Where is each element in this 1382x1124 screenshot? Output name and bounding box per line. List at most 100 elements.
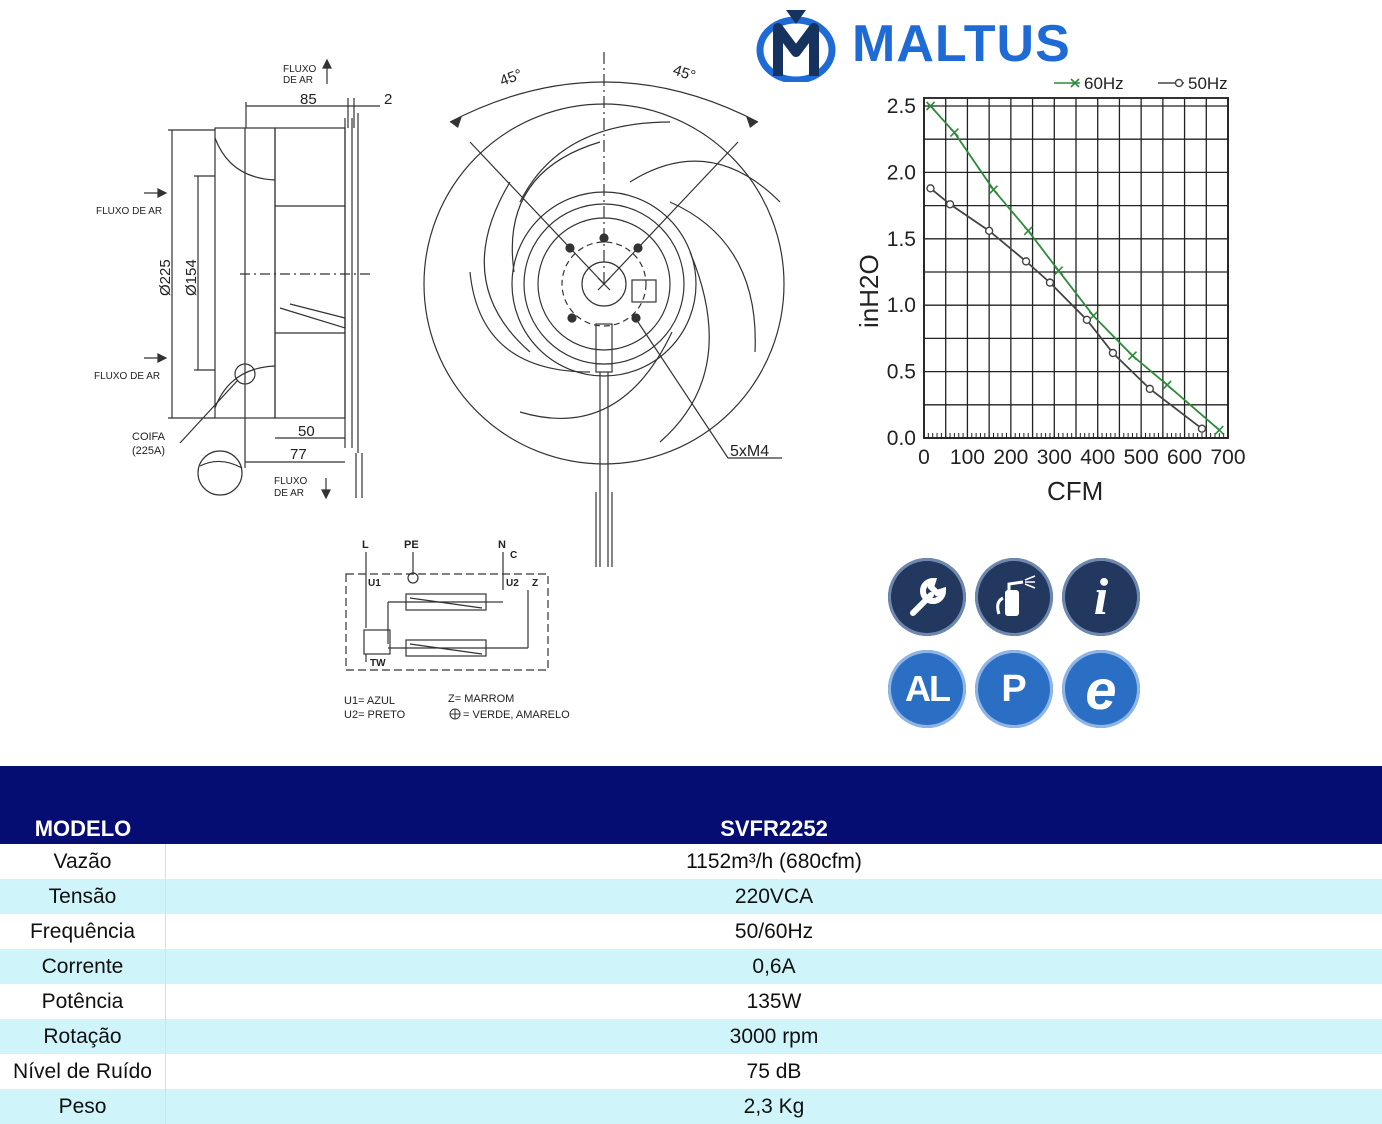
brand-logo-mark	[756, 6, 836, 84]
x-tick-label: 600	[1167, 446, 1202, 469]
legend-label-60Hz: 60Hz	[1084, 74, 1124, 93]
angle-right: 45°	[671, 62, 698, 85]
x-tick-label: 0	[918, 446, 930, 469]
point-60Hz	[1054, 266, 1064, 276]
chart-legend: 60Hz 50Hz	[1054, 74, 1228, 93]
wire-pe: PE	[404, 539, 419, 551]
flow-bottom-label-2: DE AR	[274, 488, 304, 499]
spec-value: 50/60Hz	[734, 920, 814, 943]
spec-label: Potência	[0, 984, 166, 1019]
legend-label-50Hz: 50Hz	[1188, 74, 1228, 93]
point-50Hz	[984, 226, 994, 236]
table-row: Potência 135W	[0, 984, 1382, 1019]
spec-header: MODELO SVFR2252	[0, 766, 1382, 844]
flow-bottom-label-1: FLUXO	[274, 476, 308, 487]
p-icon[interactable]: P	[975, 650, 1053, 728]
info-icon[interactable]: i	[1062, 558, 1140, 636]
front-view-drawing: 45° 45° 5xM4	[423, 52, 785, 567]
legend-marker-50Hz	[1174, 78, 1184, 88]
wire-tw: TW	[370, 658, 386, 669]
e-icon[interactable]: e	[1062, 650, 1140, 728]
x-tick-label: 400	[1080, 446, 1115, 469]
legend-u2: U2= PRETO	[344, 709, 406, 721]
spec-value: 2,3 Kg	[743, 1095, 805, 1118]
x-tick-label: 200	[993, 446, 1028, 469]
table-row: Vazão 1152m³/h (680cfm)	[0, 844, 1382, 879]
x-tick-label: 300	[1037, 446, 1072, 469]
point-50Hz	[926, 184, 935, 193]
point-50Hz	[1082, 315, 1092, 325]
legend-ground: = VERDE, AMARELO	[463, 709, 570, 721]
dim-85: 85	[300, 91, 317, 108]
spec-header-label: MODELO	[34, 816, 132, 841]
flow-left-label-2: FLUXO DE AR	[94, 371, 160, 382]
legend-marker-60Hz	[1070, 78, 1080, 88]
point-50Hz	[1145, 384, 1155, 394]
y-tick-label: 2.5	[887, 95, 916, 118]
y-tick-label: 0.5	[887, 361, 916, 384]
screws-label: 5xM4	[730, 443, 769, 460]
wire-c: C	[510, 550, 517, 561]
flow-top-label-1: FLUXO	[283, 64, 317, 75]
chart-ylabel: inH2O	[854, 254, 884, 328]
legend-z: Z= MARROM	[448, 693, 514, 705]
y-tick-label: 0.0	[887, 427, 916, 450]
spec-value: 0,6A	[752, 955, 796, 978]
wire-n: N	[498, 539, 506, 551]
spec-label: Frequência	[0, 914, 166, 949]
y-tick-label: 1.5	[887, 228, 916, 251]
point-60Hz	[1162, 380, 1172, 390]
table-row: Nível de Ruído 75 dB	[0, 1054, 1382, 1089]
spec-label: Nível de Ruído	[0, 1054, 166, 1089]
wire-l: L	[362, 539, 369, 551]
table-row: Frequência 50/60Hz	[0, 914, 1382, 949]
point-60Hz	[1023, 226, 1033, 236]
spec-label: Vazão	[0, 844, 166, 879]
point-60Hz	[988, 185, 999, 195]
wrench-icon[interactable]	[888, 558, 966, 636]
coifa-size: (225A)	[132, 445, 165, 457]
dim-77: 77	[290, 446, 307, 463]
table-row: Corrente 0,6A	[0, 949, 1382, 984]
fire-extinguisher-icon[interactable]	[975, 558, 1053, 636]
point-60Hz	[1127, 351, 1138, 361]
spec-value: 75 dB	[746, 1060, 802, 1083]
y-tick-label: 1.0	[887, 294, 916, 317]
spec-label: Peso	[0, 1089, 166, 1124]
spec-value: 220VCA	[734, 885, 814, 908]
chart-grid	[923, 97, 1229, 439]
point-50Hz	[1045, 278, 1055, 287]
al-icon[interactable]: AL	[888, 650, 966, 728]
dim-2: 2	[384, 91, 392, 108]
dim-154: Ø154	[183, 259, 200, 296]
table-row: Peso 2,3 Kg	[0, 1089, 1382, 1124]
x-tick-label: 100	[950, 446, 985, 469]
spec-header-value: SVFR2252	[720, 816, 828, 841]
feature-icons: i AL P e	[888, 558, 1144, 730]
wire-u1: U1	[368, 578, 381, 589]
point-60Hz	[949, 127, 959, 138]
point-50Hz	[1021, 257, 1031, 266]
point-50Hz	[1197, 424, 1207, 433]
side-view-drawing: FLUXO DE AR 85 2 FLUXO DE AR FLUXO DE AR…	[94, 58, 392, 500]
coifa-label: COIFA	[132, 431, 166, 443]
spec-label: Corrente	[0, 949, 166, 984]
spec-value: 135W	[746, 990, 802, 1013]
spec-label: Rotação	[0, 1019, 166, 1054]
wire-z: Z	[532, 578, 538, 589]
series-line-60Hz	[929, 105, 1220, 431]
info-icon-letter: i	[1093, 568, 1109, 626]
brand-name: MALTUS	[852, 15, 1071, 73]
spec-value: 1152m³/h (680cfm)	[686, 850, 862, 873]
x-tick-label: 700	[1210, 446, 1245, 469]
point-60Hz	[925, 101, 936, 111]
al-icon-text: AL	[905, 668, 951, 709]
series-line-50Hz	[929, 187, 1203, 430]
point-60Hz	[1214, 425, 1224, 435]
flow-left-label: FLUXO DE AR	[96, 206, 162, 217]
dim-225: Ø225	[157, 259, 174, 296]
